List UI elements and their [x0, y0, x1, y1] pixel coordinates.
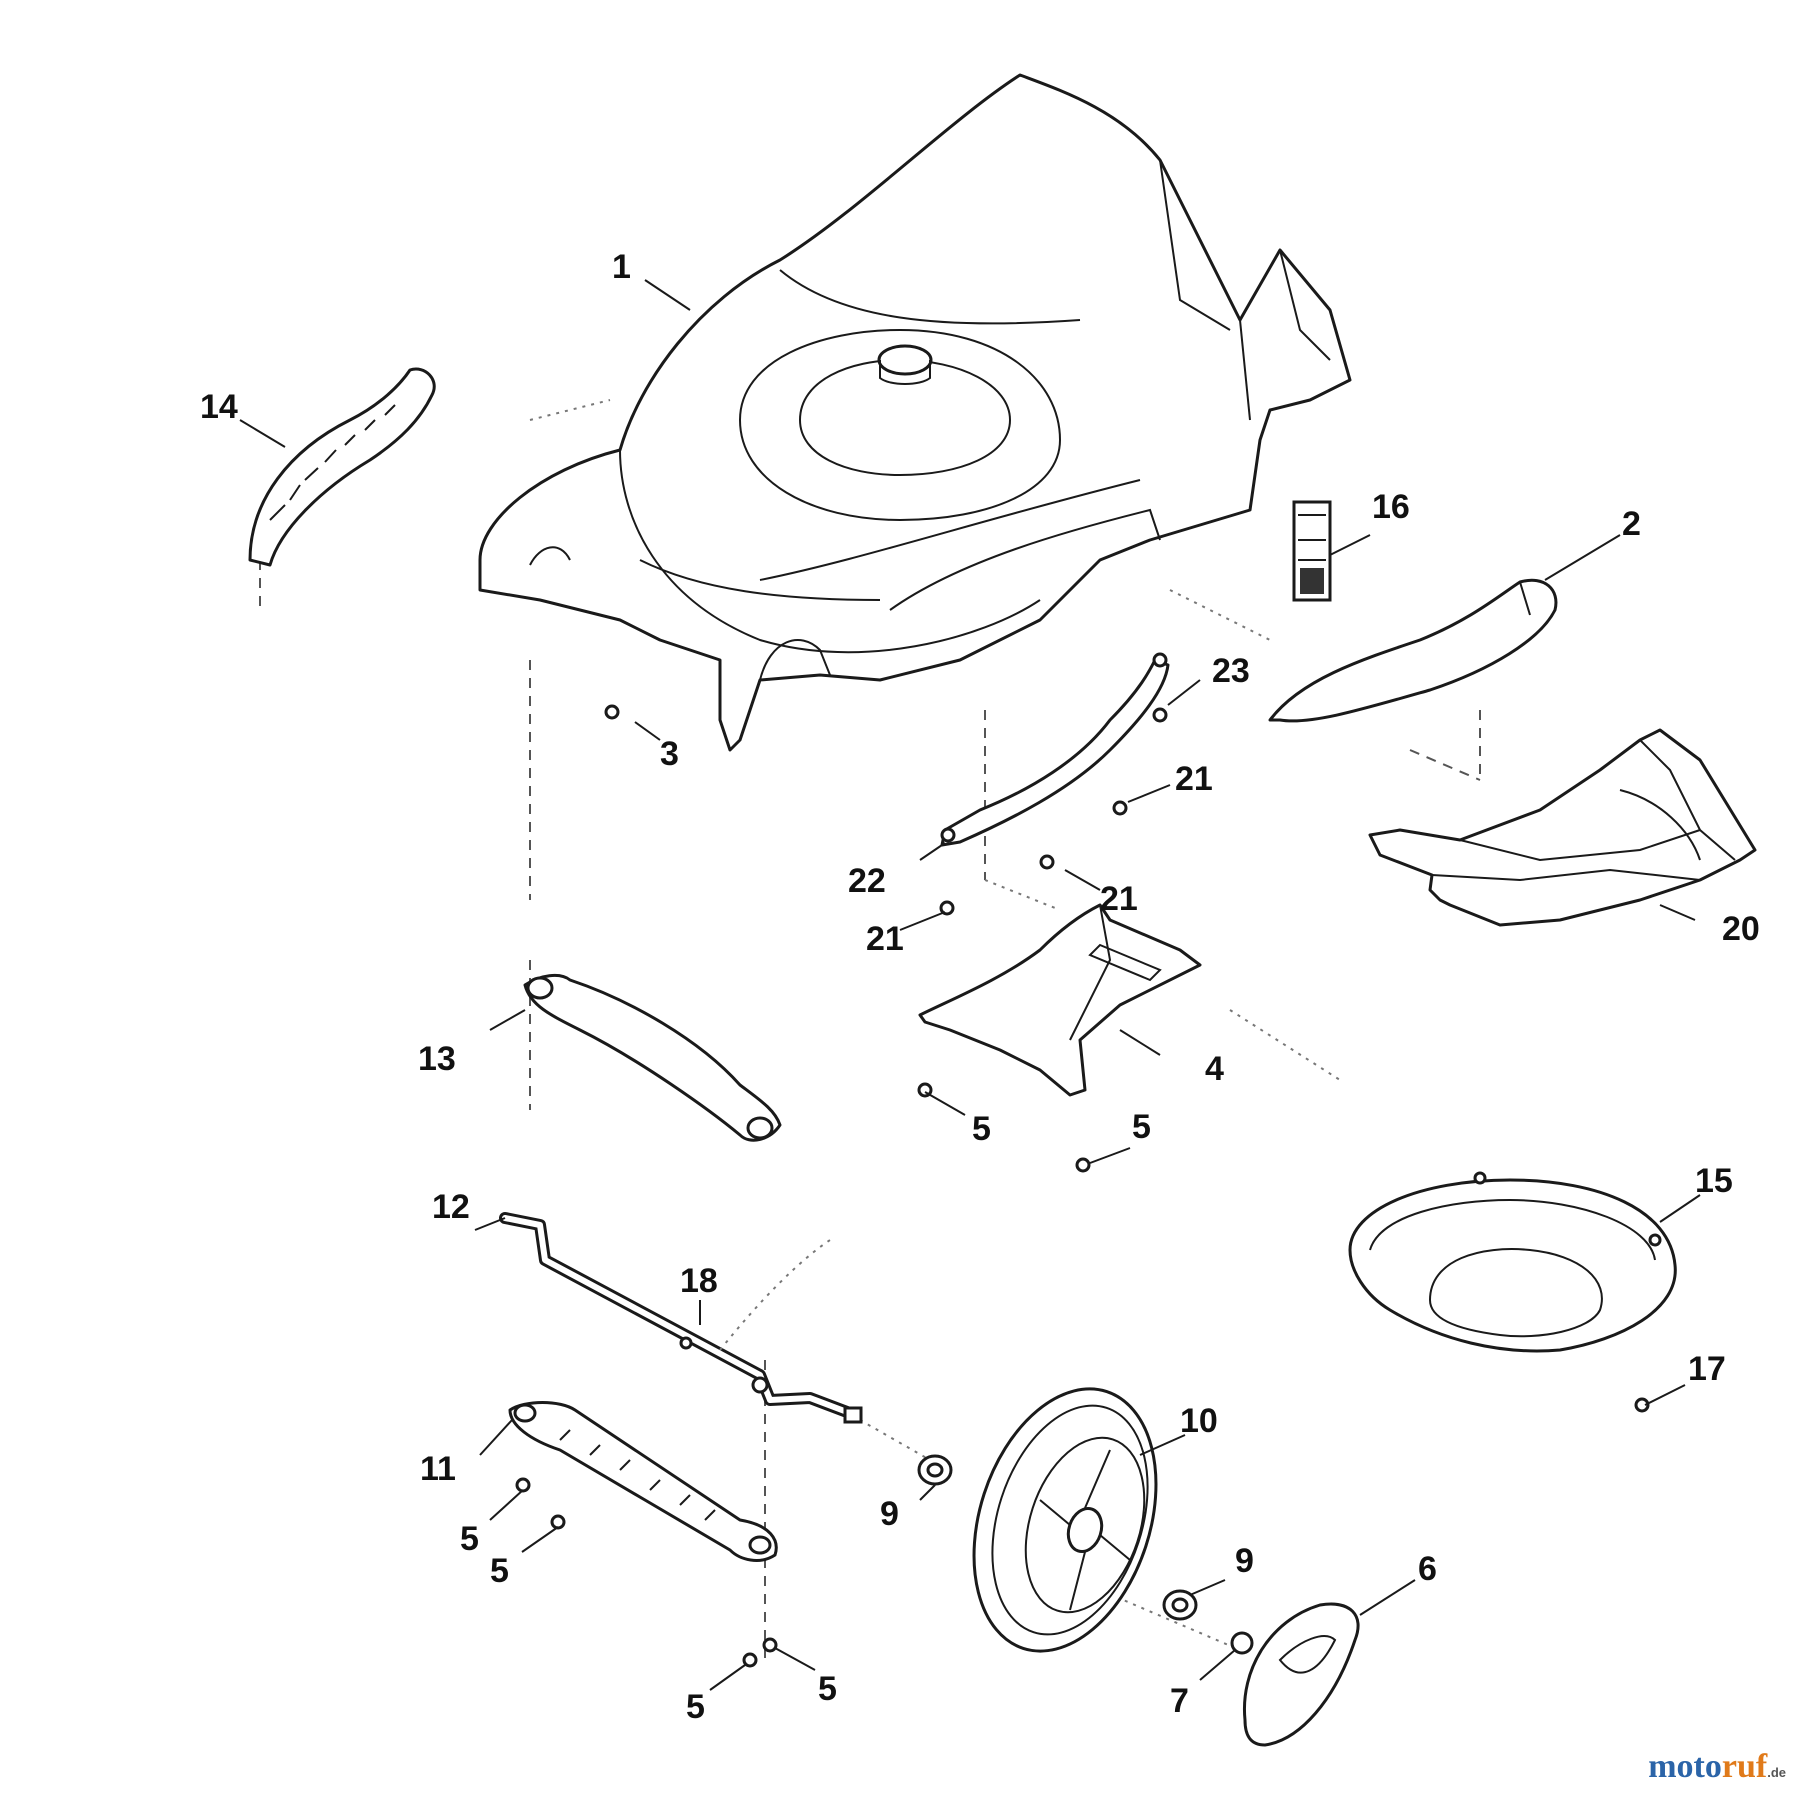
callout-15: 15 [1695, 1162, 1733, 1200]
callout-17: 17 [1688, 1350, 1726, 1388]
part-bearing-b [1162, 1589, 1198, 1621]
part-discharge-chute [1368, 728, 1757, 927]
callout-23: 23 [1212, 652, 1250, 690]
callout-3: 3 [660, 735, 679, 773]
part-mower-deck [478, 73, 1352, 752]
callout-20: 20 [1722, 910, 1760, 948]
part-dome-plate [1348, 1171, 1677, 1353]
watermark-part1: moto [1648, 1748, 1722, 1785]
callout-10: 10 [1180, 1402, 1218, 1440]
callout-21c: 21 [866, 920, 904, 958]
callout-9b: 9 [1235, 1542, 1254, 1580]
callout-21b: 21 [1100, 880, 1138, 918]
callout-22: 22 [848, 862, 886, 900]
callout-1: 1 [612, 248, 631, 286]
callout-18: 18 [680, 1262, 718, 1300]
watermark-tld: .de [1767, 1765, 1786, 1780]
callout-21a: 21 [1175, 760, 1213, 798]
part-hub-cap [1242, 1602, 1360, 1747]
callout-9a: 9 [880, 1495, 899, 1533]
callout-5b: 5 [1132, 1108, 1151, 1146]
part-plate [918, 903, 1202, 1097]
callout-11: 11 [420, 1450, 456, 1488]
part-wheel [972, 1387, 1158, 1653]
callout-5d: 5 [490, 1552, 509, 1590]
part-bearing-a [917, 1454, 953, 1486]
part-bracket-strap [940, 652, 1170, 847]
callout-5c: 5 [460, 1520, 479, 1558]
screws [515, 704, 1650, 1668]
callout-4: 4 [1205, 1050, 1224, 1088]
callout-5f: 5 [818, 1670, 837, 1708]
part-axle-rod [499, 1212, 863, 1424]
callout-14: 14 [200, 388, 238, 426]
part-spring [679, 1239, 831, 1351]
part-rear-trim [1268, 578, 1558, 723]
watermark-part2: ruf [1721, 1748, 1768, 1785]
callout-5e: 5 [686, 1688, 705, 1726]
callout-6: 6 [1418, 1550, 1437, 1588]
callout-7: 7 [1170, 1682, 1189, 1720]
leader-lines [239, 279, 1701, 1691]
part-label-sticker [1292, 500, 1332, 602]
callout-16: 16 [1372, 488, 1410, 526]
callout-2: 2 [1622, 505, 1641, 543]
callout-12: 12 [432, 1188, 470, 1226]
watermark-logo: motoruf.de [1648, 1748, 1786, 1786]
part-nut [1230, 1631, 1254, 1655]
callout-5a: 5 [972, 1110, 991, 1148]
part-front-guard [248, 367, 436, 567]
part-axle-bracket [508, 1401, 778, 1562]
callout-13: 13 [418, 1040, 456, 1078]
callout-numbers: 1 14 16 2 3 23 21 22 21 21 20 13 4 5 5 1… [200, 248, 1760, 1726]
part-axle-cover [523, 973, 782, 1142]
